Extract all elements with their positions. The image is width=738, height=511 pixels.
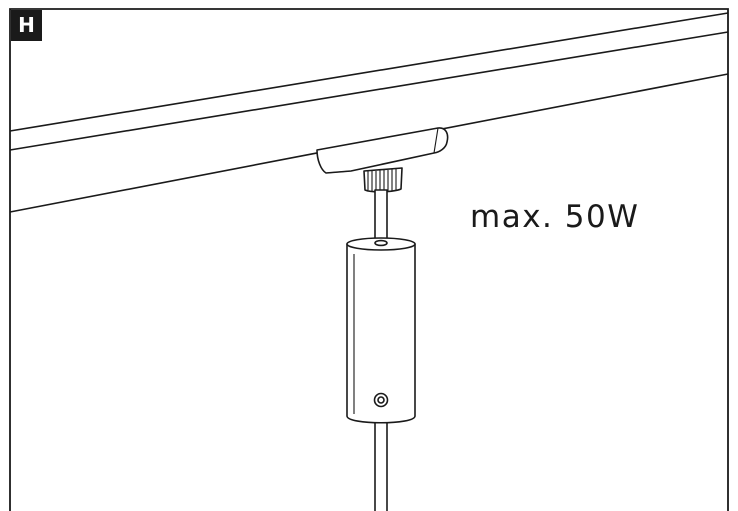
track-rail-top-edge (9, 12, 729, 132)
track-rail-middle-edge (9, 31, 729, 151)
suspension-rod (374, 189, 388, 243)
cable-gripper-body (346, 243, 416, 424)
cable-gripper (346, 237, 416, 424)
knurled-knob (363, 167, 403, 193)
set-screw-socket (377, 396, 385, 404)
wattage-label: max. 50W (470, 199, 640, 235)
steel-cable (374, 423, 388, 511)
track-adapter-body (316, 127, 449, 174)
track-adapter (316, 127, 449, 174)
step-badge: H (11, 10, 42, 41)
suspension-rod-body (374, 189, 388, 243)
frame-border (9, 8, 729, 511)
track-adapter-edge (433, 127, 439, 154)
track-adapter-lower-edge (325, 170, 352, 174)
cable-gripper-rod-hole (374, 239, 388, 247)
